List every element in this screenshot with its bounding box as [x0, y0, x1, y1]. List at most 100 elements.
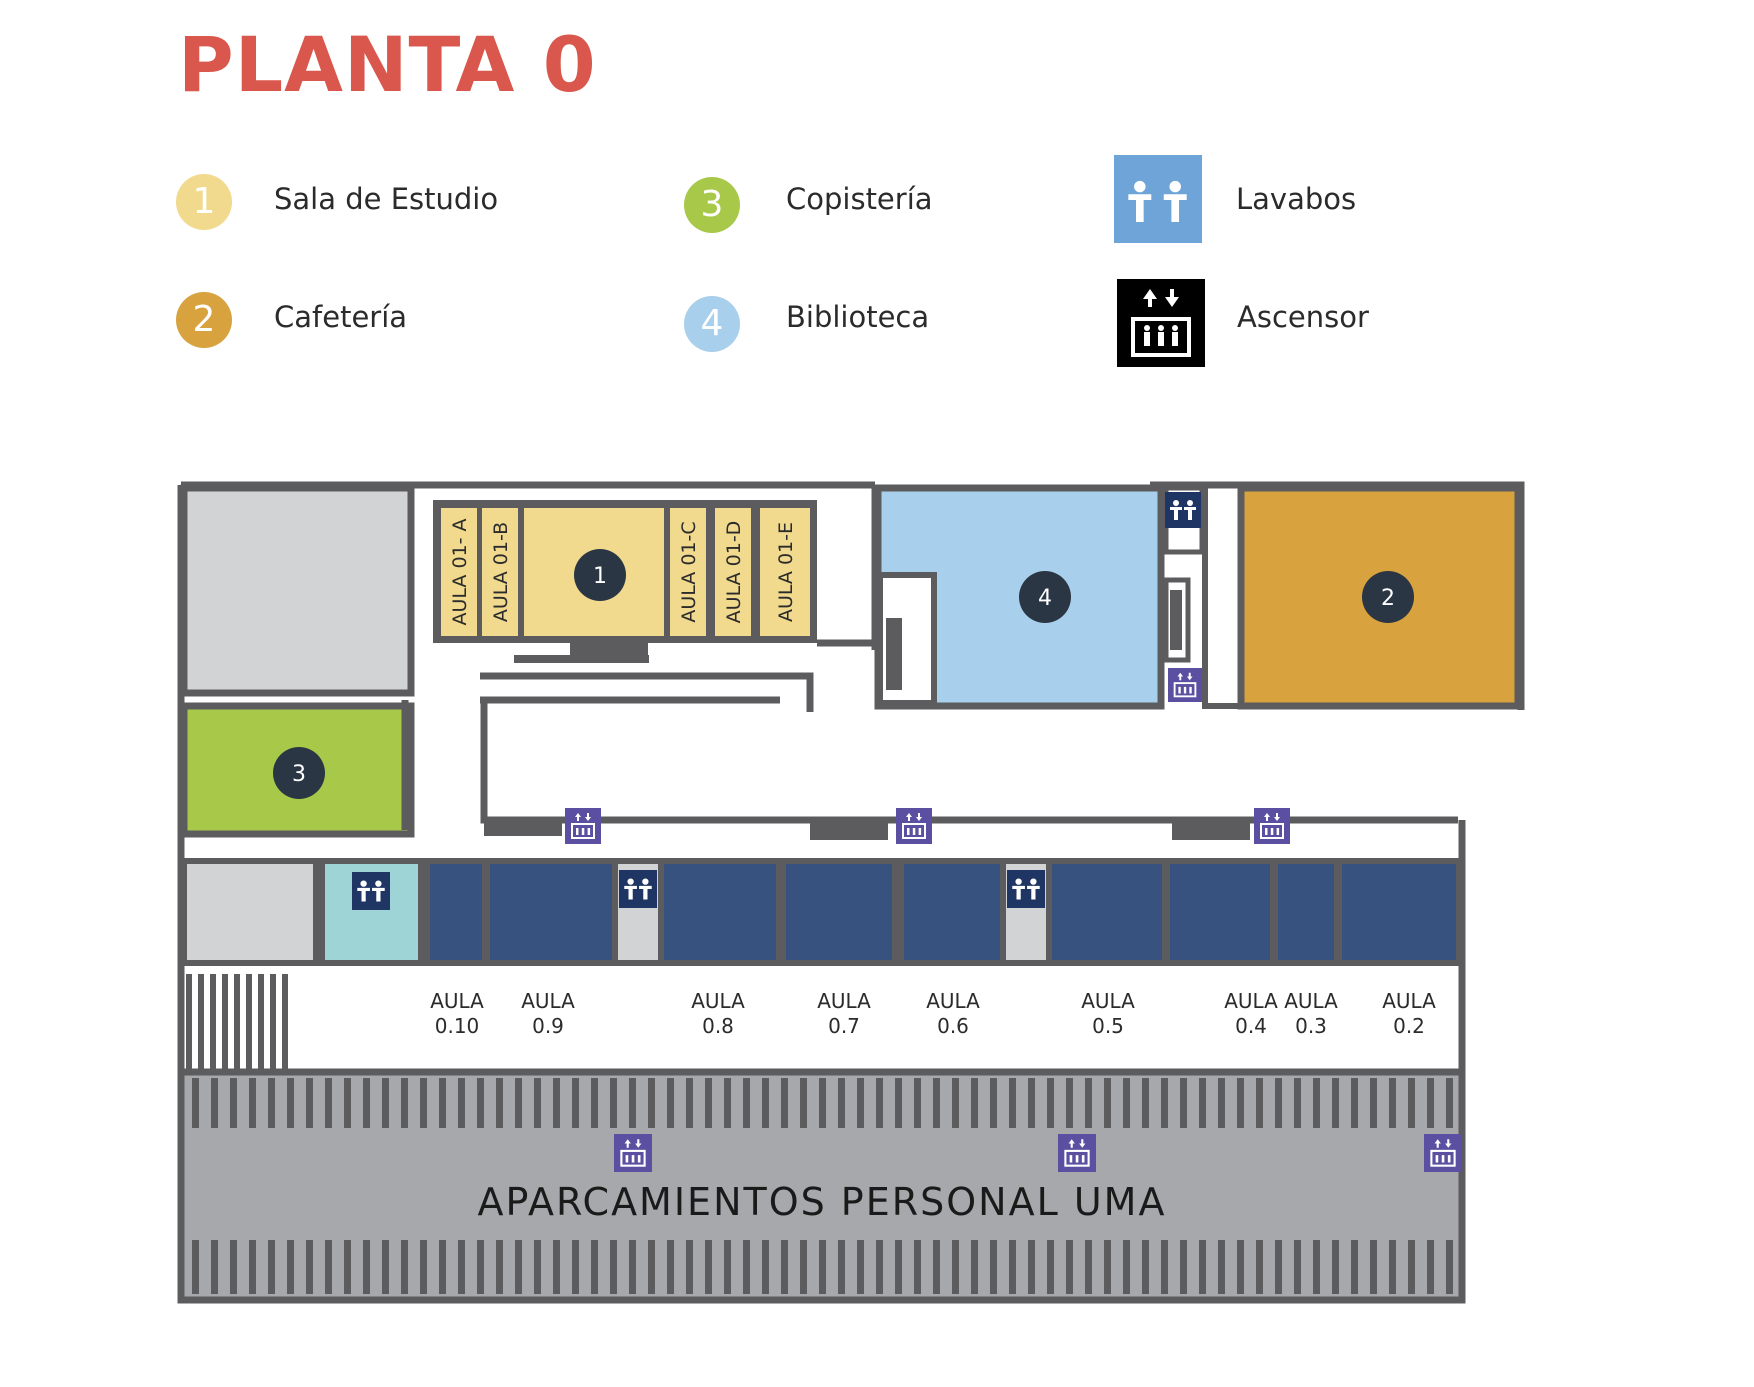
- aula-0-10-room: [430, 864, 482, 960]
- parking-stripe: [344, 1078, 351, 1128]
- parking-stripe: [1047, 1078, 1054, 1128]
- parking-stripe: [914, 1078, 921, 1128]
- aula-0-5-room: [1052, 864, 1162, 960]
- parking-stripe: [325, 1240, 332, 1294]
- parking-stripe: [1180, 1240, 1187, 1294]
- aula-0-4-number: 0.4: [1235, 1014, 1267, 1038]
- parking-stripe: [1389, 1078, 1396, 1128]
- parking-stripe: [572, 1240, 579, 1294]
- parking-stripe: [1332, 1078, 1339, 1128]
- parking-stripe: [420, 1240, 427, 1294]
- parking-stripe: [1427, 1240, 1434, 1294]
- parking-stripe: [477, 1240, 484, 1294]
- parking-stripe: [933, 1078, 940, 1128]
- parking-stripe: [268, 1240, 275, 1294]
- parking-stripes-top: [192, 1078, 1453, 1128]
- aula-0-7-room: [786, 864, 892, 960]
- aula-0-8-room: [664, 864, 776, 960]
- aula-0-9-room: [490, 864, 612, 960]
- parking-stripe: [1218, 1240, 1225, 1294]
- aula-01-d-label: AULA 01-D: [723, 521, 745, 624]
- legend-biblioteca-label: Biblioteca: [786, 300, 930, 334]
- parking-stripe: [1446, 1240, 1453, 1294]
- parking-stripe: [1142, 1078, 1149, 1128]
- parking-stripe: [1009, 1078, 1016, 1128]
- parking-stripe: [857, 1078, 864, 1128]
- parking-stripe: [1123, 1078, 1130, 1128]
- aula-0-4-room: [1170, 864, 1270, 960]
- parking-stripe: [610, 1078, 617, 1128]
- parking-stripe: [344, 1240, 351, 1294]
- parking-stripe: [249, 1240, 256, 1294]
- parking-stripe: [363, 1240, 370, 1294]
- parking-stripe: [648, 1240, 655, 1294]
- parking-stripe: [230, 1240, 237, 1294]
- aula-0-5-label: AULA: [1081, 989, 1135, 1013]
- parking-stripe: [1180, 1078, 1187, 1128]
- parking-stripe: [895, 1240, 902, 1294]
- elevator-icon-parking-2: [1058, 1134, 1096, 1172]
- parking-stripe: [211, 1240, 218, 1294]
- parking-label: APARCAMIENTOS PERSONAL UMA: [478, 1180, 1167, 1224]
- aula-0-2-room: [1342, 864, 1456, 960]
- parking-stripe: [1275, 1240, 1282, 1294]
- parking-stripe: [192, 1240, 199, 1294]
- parking-stripe: [268, 1078, 275, 1128]
- parking-stripe: [1123, 1240, 1130, 1294]
- parking-stripe: [211, 1078, 218, 1128]
- parking-stripe: [1028, 1240, 1035, 1294]
- aula-01-b-room: [482, 508, 518, 636]
- parking-stripe: [819, 1078, 826, 1128]
- parking-stripe: [1104, 1240, 1111, 1294]
- parking-stripe: [1237, 1240, 1244, 1294]
- parking-stripe: [876, 1240, 883, 1294]
- parking-stripe: [914, 1240, 921, 1294]
- parking-stripe: [439, 1078, 446, 1128]
- parking-stripe: [1389, 1240, 1396, 1294]
- parking-stripe: [610, 1240, 617, 1294]
- parking-stripes-bottom: [192, 1240, 1453, 1294]
- stairs-biblioteca: [886, 618, 902, 690]
- parking-stripe: [781, 1240, 788, 1294]
- parking-stripe: [249, 1078, 256, 1128]
- marker-sala-estudio: 1: [574, 549, 626, 601]
- parking-stripe: [534, 1078, 541, 1128]
- aula-01-c-room: [670, 508, 706, 636]
- parking-stripe: [591, 1240, 598, 1294]
- elevator-icon-corridor-3: [1254, 808, 1290, 844]
- marker-biblioteca: 4: [1019, 571, 1071, 623]
- svg-text:2: 2: [1381, 586, 1395, 611]
- parking-stripe: [800, 1240, 807, 1294]
- parking-stripe: [1294, 1240, 1301, 1294]
- parking-stripe: [667, 1078, 674, 1128]
- aula-0-8-label: AULA: [691, 989, 745, 1013]
- parking-stripe: [743, 1240, 750, 1294]
- parking-stripe: [553, 1240, 560, 1294]
- parking-stripe: [724, 1078, 731, 1128]
- legend-cafeteria-marker: 2: [176, 292, 232, 348]
- parking-stripe: [1028, 1078, 1035, 1128]
- svg-text:4: 4: [1038, 586, 1052, 611]
- parking-stripe: [458, 1078, 465, 1128]
- parking-stripe: [971, 1240, 978, 1294]
- parking-stripe: [458, 1240, 465, 1294]
- parking-stripe: [401, 1240, 408, 1294]
- stairs-corridor-2: [810, 822, 888, 840]
- aula-0-9-number: 0.9: [532, 1014, 564, 1038]
- parking-stripe: [496, 1240, 503, 1294]
- aula-0-9-label: AULA: [521, 989, 575, 1013]
- parking-stripe: [306, 1240, 313, 1294]
- parking-stripe: [420, 1078, 427, 1128]
- parking-stripe: [857, 1240, 864, 1294]
- parking-stripe: [743, 1078, 750, 1128]
- parking-stripe: [1370, 1240, 1377, 1294]
- parking-stripe: [1294, 1078, 1301, 1128]
- aula-0-8-number: 0.8: [702, 1014, 734, 1038]
- parking-stripe: [1313, 1240, 1320, 1294]
- parking-stripe: [1009, 1240, 1016, 1294]
- aula-0-10-number: 0.10: [435, 1014, 480, 1038]
- parking-stripe: [591, 1078, 598, 1128]
- parking-stripe: [230, 1078, 237, 1128]
- aula-0-10-label: AULA: [430, 989, 484, 1013]
- parking-stripe: [629, 1240, 636, 1294]
